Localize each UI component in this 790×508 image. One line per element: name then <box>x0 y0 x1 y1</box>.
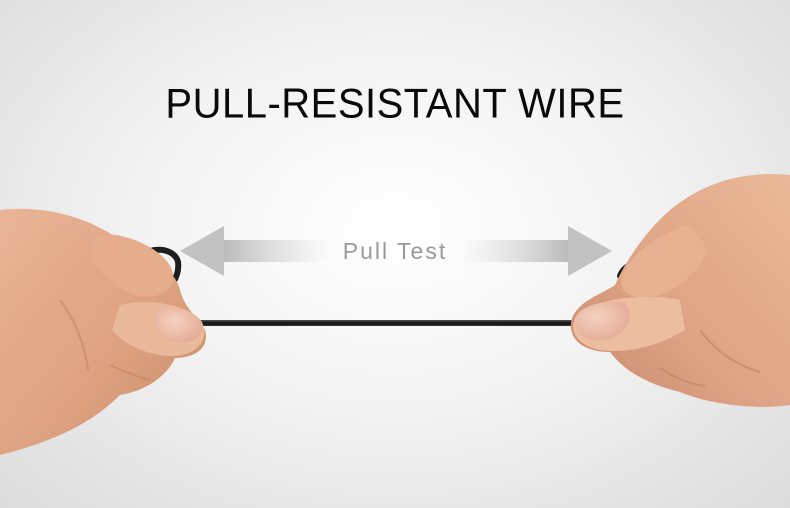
arrow-right-icon <box>460 226 612 276</box>
left-hand <box>0 208 206 455</box>
headline: PULL-RESISTANT WIRE <box>165 80 625 128</box>
pull-test-label: Pull Test <box>342 238 448 264</box>
right-hand <box>570 174 790 407</box>
arrow-left-icon <box>180 226 332 276</box>
